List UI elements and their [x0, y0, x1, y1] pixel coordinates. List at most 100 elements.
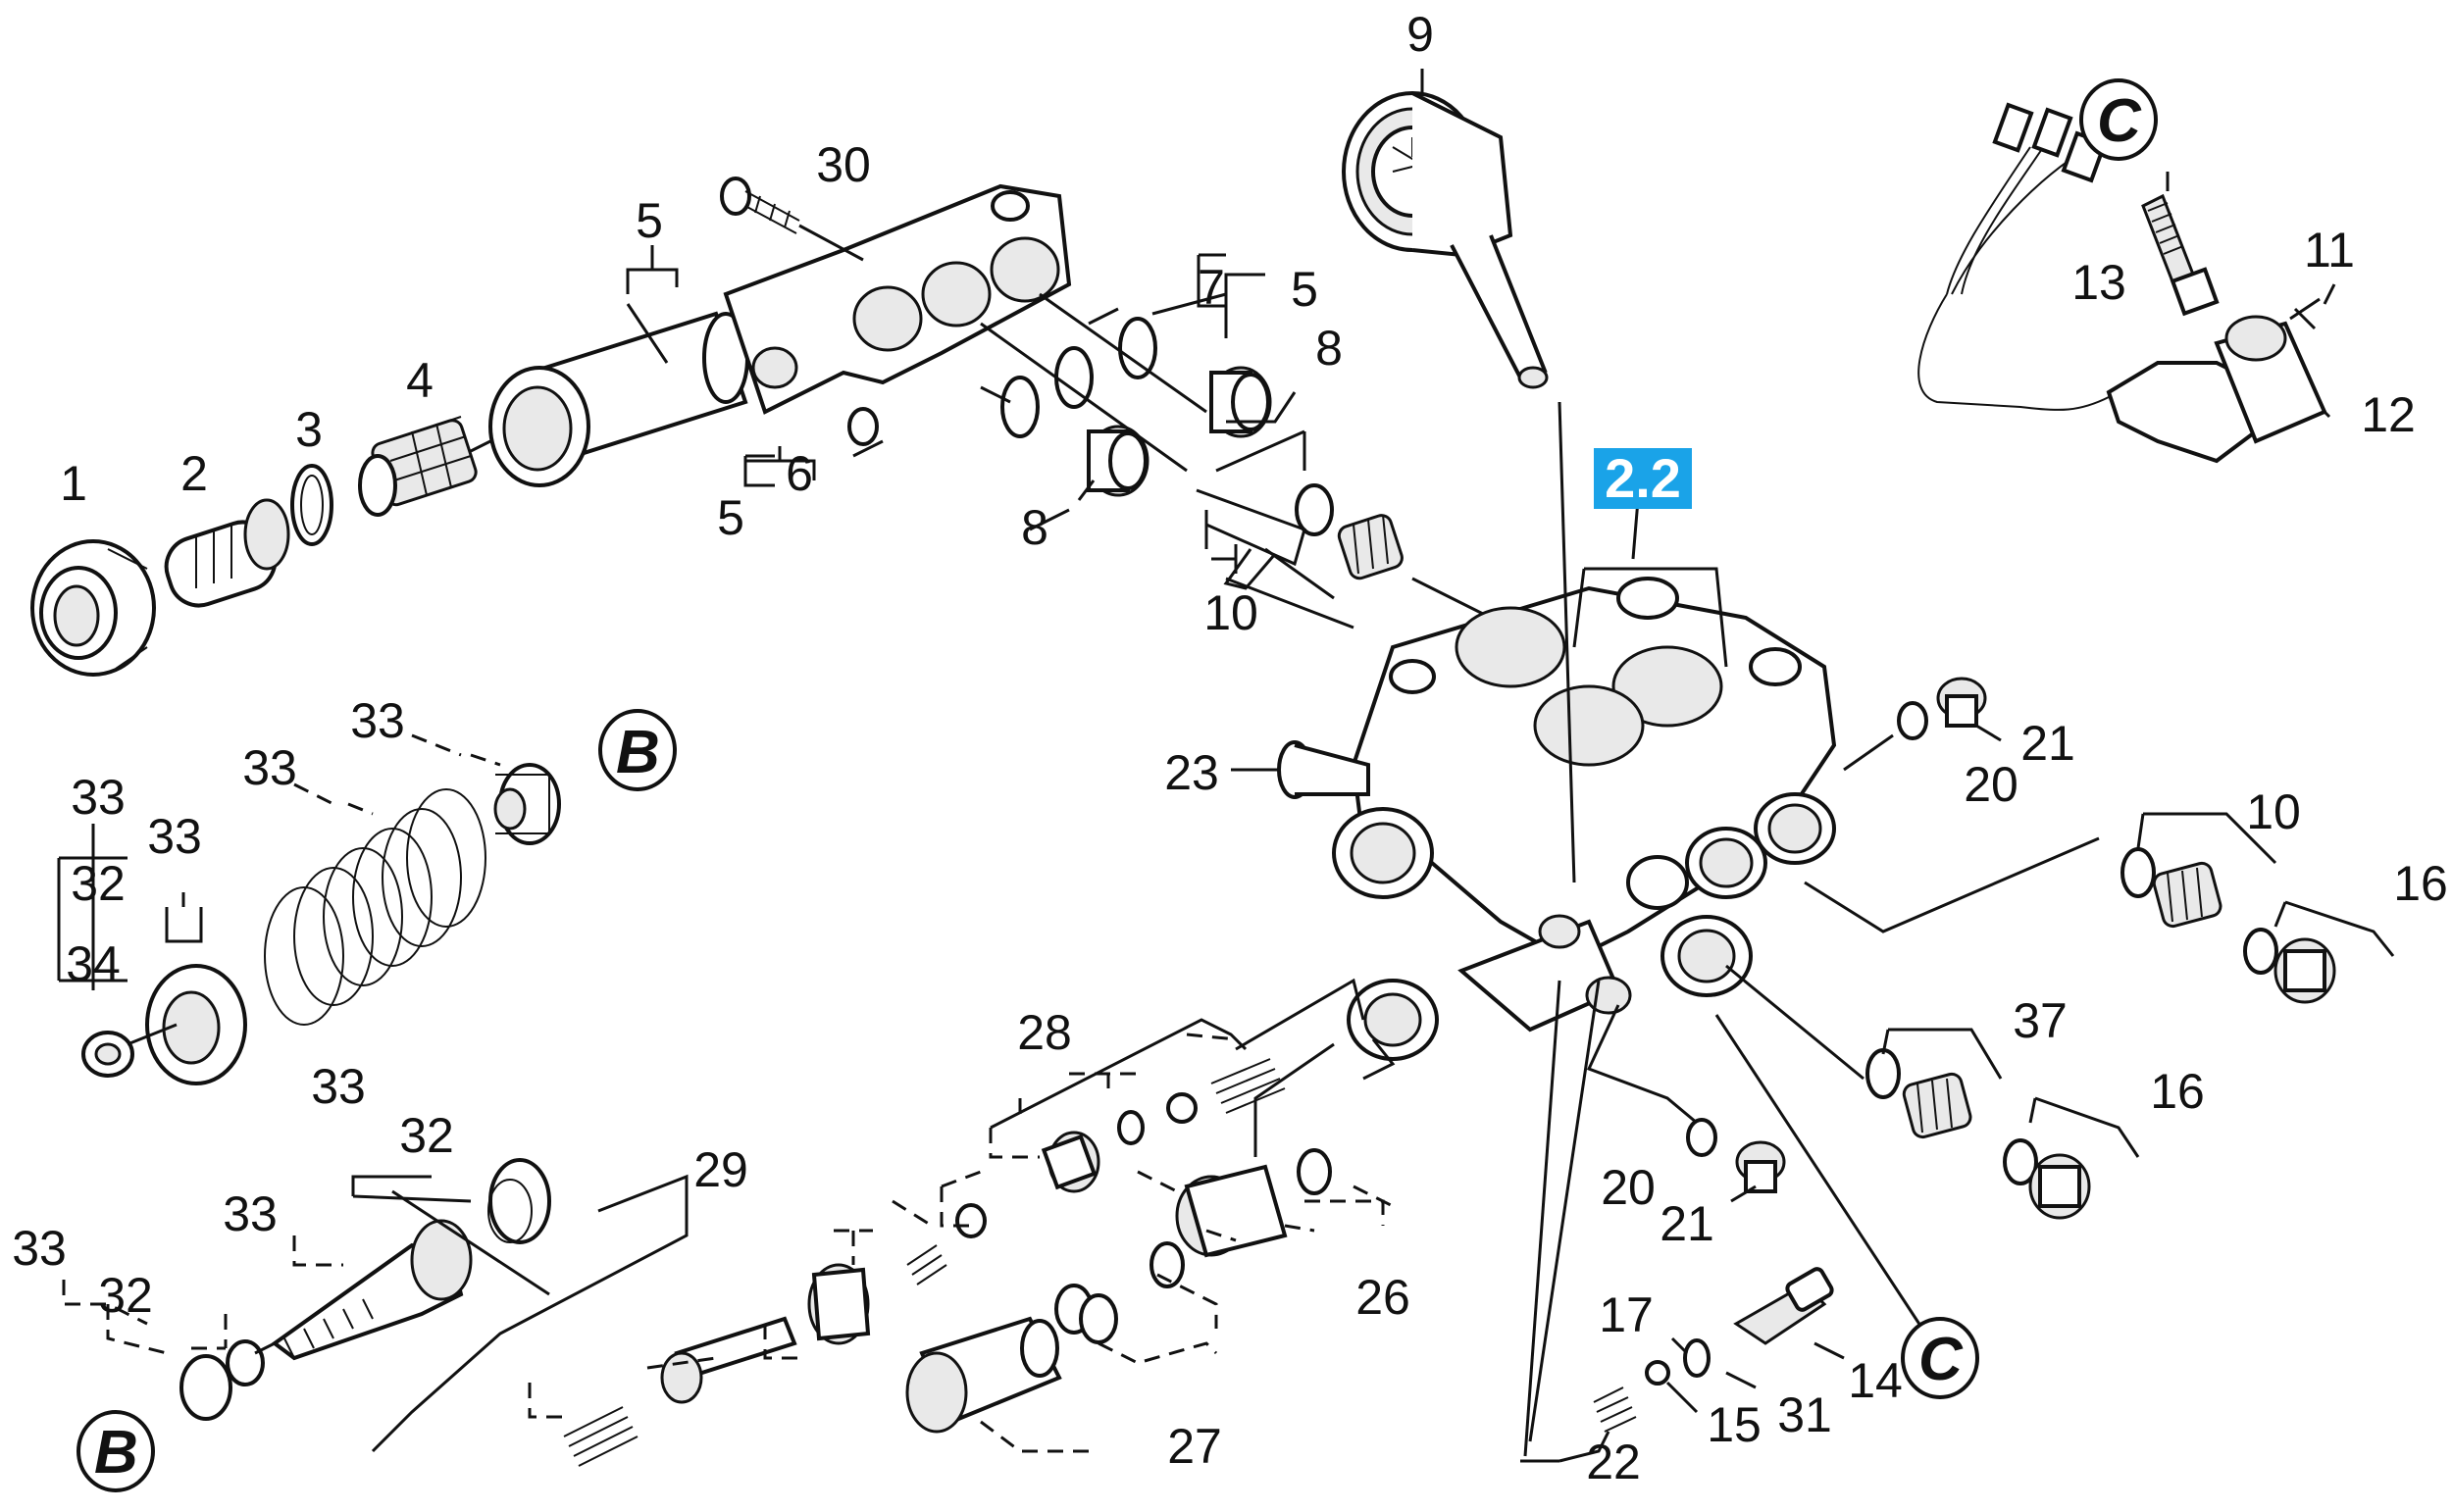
callout-32-bottom: 32: [98, 1268, 153, 1323]
part-26-oring-top: [1297, 1148, 1332, 1195]
part-7-orings: [1000, 317, 1157, 438]
ref-letter-b-bottom: B: [94, 1419, 138, 1487]
part-12-switch-cable: [1917, 102, 2327, 464]
part-8-valve-upper: [1209, 366, 1272, 438]
part-11-clip: [2289, 297, 2321, 330]
section-badge[interactable]: 2.2: [1594, 447, 1692, 509]
callout-8-bottom: 8: [1021, 500, 1048, 555]
callout-5-right: 5: [1291, 262, 1318, 317]
callout-33-f: 33: [223, 1186, 278, 1241]
callout-27: 27: [1167, 1419, 1222, 1474]
part-3-oring: [290, 464, 333, 546]
part-13-sensor-pin: [2141, 193, 2220, 317]
callout-33-g: 33: [12, 1221, 67, 1276]
part-33-ring-b: [493, 763, 561, 845]
callout-20-lower: 20: [1601, 1160, 1656, 1215]
callout-21-upper: 21: [2020, 716, 2075, 771]
part-16-plug-upper: [2243, 928, 2336, 1004]
callout-5-mid: 5: [717, 490, 744, 545]
callout-17: 17: [1599, 1287, 1654, 1342]
part-30-screw: [720, 176, 864, 262]
callout-13: 13: [2071, 255, 2126, 310]
callout-1: 1: [60, 456, 87, 511]
callout-6: 6: [786, 446, 813, 501]
part-21-plug-upper: [1936, 677, 1987, 728]
callout-33-a: 33: [350, 693, 405, 748]
callout-32-left: 32: [71, 856, 126, 911]
part-2-connector: [164, 498, 290, 608]
callout-4: 4: [406, 353, 434, 408]
part-14-nipple: [1733, 1267, 1834, 1345]
callout-7: 7: [1198, 260, 1225, 315]
part-10-check-valve-right: [2120, 847, 2222, 929]
callout-11: 11: [2304, 223, 2355, 277]
ref-letter-b-top: B: [616, 719, 660, 786]
section-badge-label: 2.2: [1605, 447, 1681, 509]
callout-34: 34: [66, 936, 121, 991]
callout-33-b: 33: [242, 740, 297, 795]
part-33-spring: [264, 788, 486, 1026]
callout-15: 15: [1707, 1397, 1762, 1452]
callout-26: 26: [1355, 1270, 1410, 1325]
ref-circle-c-top: C: [2079, 78, 2158, 161]
callout-14: 14: [1848, 1353, 1903, 1408]
part-29-spring: [906, 1244, 947, 1285]
callout-22: 22: [1586, 1435, 1641, 1489]
part-27-orings: [1054, 1284, 1118, 1344]
callout-20-upper: 20: [1964, 757, 2018, 812]
callout-3: 3: [295, 402, 323, 457]
part-32-seal-bottom: [179, 1339, 265, 1421]
part-27-valve-body: [905, 1316, 1062, 1434]
ref-circle-c-bottom: C: [1901, 1317, 1979, 1399]
part-37-check-valve: [1865, 1048, 1972, 1139]
part-23-bolt: [1277, 740, 1370, 799]
ref-circle-b-bottom: B: [77, 1410, 155, 1492]
part-32-ring-top: [487, 1158, 551, 1244]
part-10-check-valve-upper: [1295, 483, 1404, 580]
callout-10-right: 10: [2246, 784, 2301, 839]
part-5-manifold: [723, 183, 1072, 415]
callout-33-d: 33: [147, 809, 202, 864]
part-pump-head: [1332, 577, 1837, 1061]
part-16-plug-lower: [2003, 1138, 2091, 1220]
callout-9: 9: [1406, 7, 1434, 62]
part-34-nut: [81, 1031, 134, 1078]
callout-21-lower: 21: [1660, 1196, 1714, 1251]
part-28-valve-spring: [1210, 1058, 1286, 1114]
callout-33-c: 33: [71, 770, 126, 825]
part-29-pin: [660, 1316, 797, 1404]
callout-30: 30: [816, 137, 871, 192]
callout-33-e: 33: [311, 1059, 366, 1114]
part-29-cone: [955, 1203, 987, 1238]
callout-10-top: 10: [1203, 585, 1258, 640]
part-33-piston-rod: [271, 1219, 473, 1361]
callout-16-upper: 16: [2393, 856, 2448, 911]
callout-23: 23: [1164, 745, 1219, 800]
callout-labels: 1 2 3 4 5 5 5 6 7 8 8 9 10 10 11 12 13 1…: [12, 7, 2448, 1489]
part-20-oring-lower: [1686, 1118, 1717, 1157]
part-1-nut: [30, 539, 156, 677]
callout-32-mid: 32: [399, 1108, 454, 1163]
callout-31: 31: [1777, 1387, 1832, 1442]
callout-2: 2: [180, 446, 208, 501]
callout-16-lower: 16: [2150, 1064, 2205, 1119]
part-28-seat: [1041, 1131, 1100, 1193]
callout-12: 12: [2361, 387, 2416, 442]
part-6-oring: [847, 407, 879, 446]
callout-28: 28: [1017, 1005, 1072, 1060]
part-21-plug-lower: [1735, 1140, 1786, 1193]
callout-37: 37: [2013, 993, 2068, 1048]
part-5-cylinder: [488, 311, 749, 487]
ref-circle-b-top: B: [598, 709, 677, 791]
part-28-ball: [1166, 1092, 1198, 1124]
part-26-sleeve: [1175, 1164, 1288, 1258]
callout-8-top: 8: [1315, 321, 1343, 376]
part-31-oring: [1683, 1338, 1711, 1378]
part-29-spring-lower: [563, 1406, 639, 1467]
callout-5-top: 5: [636, 193, 663, 248]
callout-29: 29: [693, 1142, 748, 1197]
part-33-washer: [145, 964, 247, 1085]
part-29-plunger: [807, 1263, 871, 1345]
ref-letter-c-top: C: [2097, 87, 2142, 155]
